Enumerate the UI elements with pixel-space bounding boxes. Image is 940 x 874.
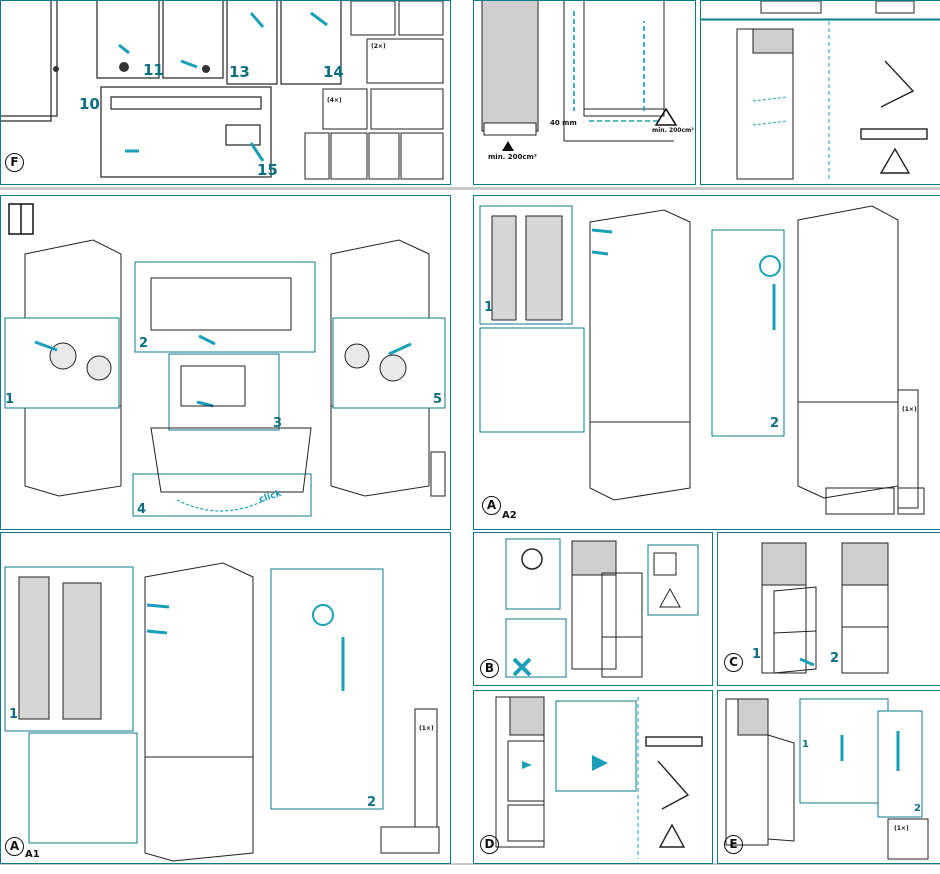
qty-label-f2: (4×) — [327, 97, 342, 104]
qty-label-a2: (1×) — [902, 406, 917, 413]
panel-niche-check — [700, 0, 940, 185]
hinge-step-4: 4 — [137, 502, 147, 517]
ventilation-side-label: min. 200cm² — [652, 127, 694, 134]
hinge-step-1: 1 — [5, 392, 15, 407]
a2-step-2: 2 — [770, 416, 780, 431]
socket-icon — [653, 552, 677, 576]
separator-bottom — [0, 863, 940, 865]
step-label-14: 14 — [323, 63, 344, 81]
niche-check-drawing — [701, 1, 940, 181]
e-step-1: 1 — [802, 739, 809, 750]
panel-c: 1 2 C — [717, 532, 940, 686]
plug-icon — [521, 548, 543, 570]
panel-e: 1 2 E (1×) — [717, 690, 940, 864]
panel-ventilation: min. 200cm² 40 mm min. 200cm² — [473, 0, 696, 185]
square-ruler-icon — [883, 63, 884, 64]
b-drawing — [505, 538, 699, 678]
d-drawing — [495, 696, 703, 859]
step-label-10: 10 — [79, 95, 100, 113]
step-label-13: 13 — [229, 63, 250, 81]
screwdriver-icon — [764, 260, 765, 261]
a1-step-2: 2 — [367, 795, 377, 810]
hinge-step-2: 2 — [139, 336, 149, 351]
section-letter-c: C — [724, 653, 743, 672]
panel-f: 10 11 13 14 15 F (2×) (4×) — [0, 0, 451, 185]
panel-b: B — [473, 532, 713, 686]
hinge-step-5: 5 — [433, 392, 443, 407]
e-drawing — [725, 698, 929, 860]
step-label-11: 11 — [143, 61, 164, 79]
a2-drawing — [479, 205, 925, 515]
a1-drawing — [4, 562, 440, 862]
ventilation-bottom-label: min. 200cm² — [488, 153, 537, 161]
section-letter-a1: A — [5, 837, 24, 856]
hinge-step-3: 3 — [273, 416, 283, 431]
panel-hinge: 1 2 3 4 5 click — [0, 195, 451, 530]
section-letter-d: D — [480, 835, 499, 854]
qty-label-f1: (2×) — [371, 43, 386, 50]
section-sub-a2: A2 — [502, 510, 517, 521]
ventilation-drawing — [481, 1, 678, 151]
separator-top — [0, 187, 940, 190]
section-sub-a1: A1 — [25, 849, 40, 860]
warning-triangle-icon — [654, 105, 655, 106]
section-letter-a2: A — [482, 496, 501, 515]
c-drawing — [761, 542, 889, 674]
section-letter-e: E — [724, 835, 743, 854]
hinge-drawing — [4, 203, 446, 517]
a1-step-1: 1 — [9, 707, 19, 722]
qty-label-a1: (1×) — [419, 725, 434, 732]
panel-d: D — [473, 690, 713, 864]
e-step-2: 2 — [914, 803, 921, 814]
spirit-level-icon — [863, 131, 864, 132]
section-letter-f: F — [5, 153, 24, 172]
panel-f-drawing — [1, 1, 444, 180]
a2-step-1: 1 — [484, 300, 494, 315]
panel-a2: 1 2 A A2 (1×) — [473, 195, 940, 530]
ventilation-gap-label: 40 mm — [550, 119, 577, 127]
section-letter-b: B — [480, 659, 499, 678]
step-label-15: 15 — [257, 161, 278, 179]
panel-a1: 1 2 A A1 (1×) — [0, 532, 451, 864]
qty-label-e: (1×) — [894, 825, 909, 832]
c-step-1: 1 — [752, 647, 762, 662]
c-step-2: 2 — [830, 651, 840, 666]
screw-icon — [906, 496, 907, 497]
